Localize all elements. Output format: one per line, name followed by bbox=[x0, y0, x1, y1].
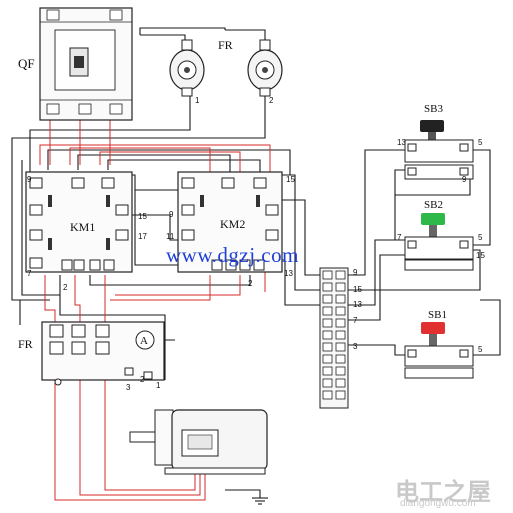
sb3-label: SB3 bbox=[424, 103, 443, 115]
bottom-fr-2: 2 bbox=[140, 375, 145, 384]
km2-right-13: 13 bbox=[284, 269, 293, 278]
km2-contactor bbox=[177, 171, 283, 273]
fr-term-2: 2 bbox=[269, 96, 274, 105]
sb2-5: 5 bbox=[478, 233, 483, 242]
km2-left-11: 11 bbox=[166, 232, 175, 241]
strip-15: 15 bbox=[353, 285, 362, 294]
km1-bottom-2: 2 bbox=[63, 283, 68, 292]
sb2-7: 7 bbox=[397, 233, 402, 242]
sb2-button bbox=[404, 213, 474, 271]
km1-label: KM1 bbox=[70, 220, 95, 234]
watermark-site: diangongwu.com bbox=[400, 498, 476, 509]
terminal-strip bbox=[319, 267, 349, 409]
sb2-label: SB2 bbox=[424, 199, 443, 211]
bottom-fr-3: 3 bbox=[126, 383, 131, 392]
km1-contactor bbox=[25, 171, 133, 273]
sb3-13: 13 bbox=[397, 138, 406, 147]
strip-13: 13 bbox=[353, 300, 362, 309]
km2-label: KM2 bbox=[220, 217, 245, 231]
fr-thermal-relay bbox=[41, 321, 165, 386]
qf-breaker bbox=[39, 7, 133, 121]
km1-left-9: 9 bbox=[27, 175, 32, 184]
km1-right-15: 15 bbox=[138, 212, 147, 221]
fr-relay-2 bbox=[247, 39, 283, 97]
watermark-url: www.dgzj.com bbox=[166, 243, 299, 267]
motor bbox=[129, 409, 268, 475]
km2-right-15: 15 bbox=[286, 175, 295, 184]
km1-right-17: 17 bbox=[138, 232, 147, 241]
sb1-label: SB1 bbox=[428, 309, 447, 321]
fr-relay-1 bbox=[169, 39, 205, 97]
sb1-button bbox=[404, 322, 474, 379]
watermark-title: 电工之屋 bbox=[395, 479, 491, 506]
km2-bottom-2: 2 bbox=[248, 279, 253, 288]
qf-label: QF bbox=[18, 56, 35, 71]
ammeter-symbol: A bbox=[140, 335, 148, 347]
sb3-9: 9 bbox=[462, 175, 467, 184]
sb3-5: 5 bbox=[478, 138, 483, 147]
red-wires bbox=[39, 120, 271, 501]
black-wires bbox=[11, 27, 501, 505]
fr-bottom-label: FR bbox=[18, 337, 33, 351]
strip-9: 9 bbox=[353, 268, 358, 277]
sb2-15: 15 bbox=[476, 251, 485, 260]
km2-left-9: 9 bbox=[169, 210, 174, 219]
sb1-5: 5 bbox=[478, 345, 483, 354]
strip-7: 7 bbox=[353, 316, 358, 325]
strip-3: 3 bbox=[353, 342, 358, 351]
bottom-fr-1: 1 bbox=[156, 381, 161, 390]
sb3-button bbox=[404, 120, 474, 180]
km1-left-7: 7 bbox=[27, 269, 32, 278]
fr-top-label: FR bbox=[218, 38, 233, 52]
fr-term-1: 1 bbox=[195, 96, 200, 105]
